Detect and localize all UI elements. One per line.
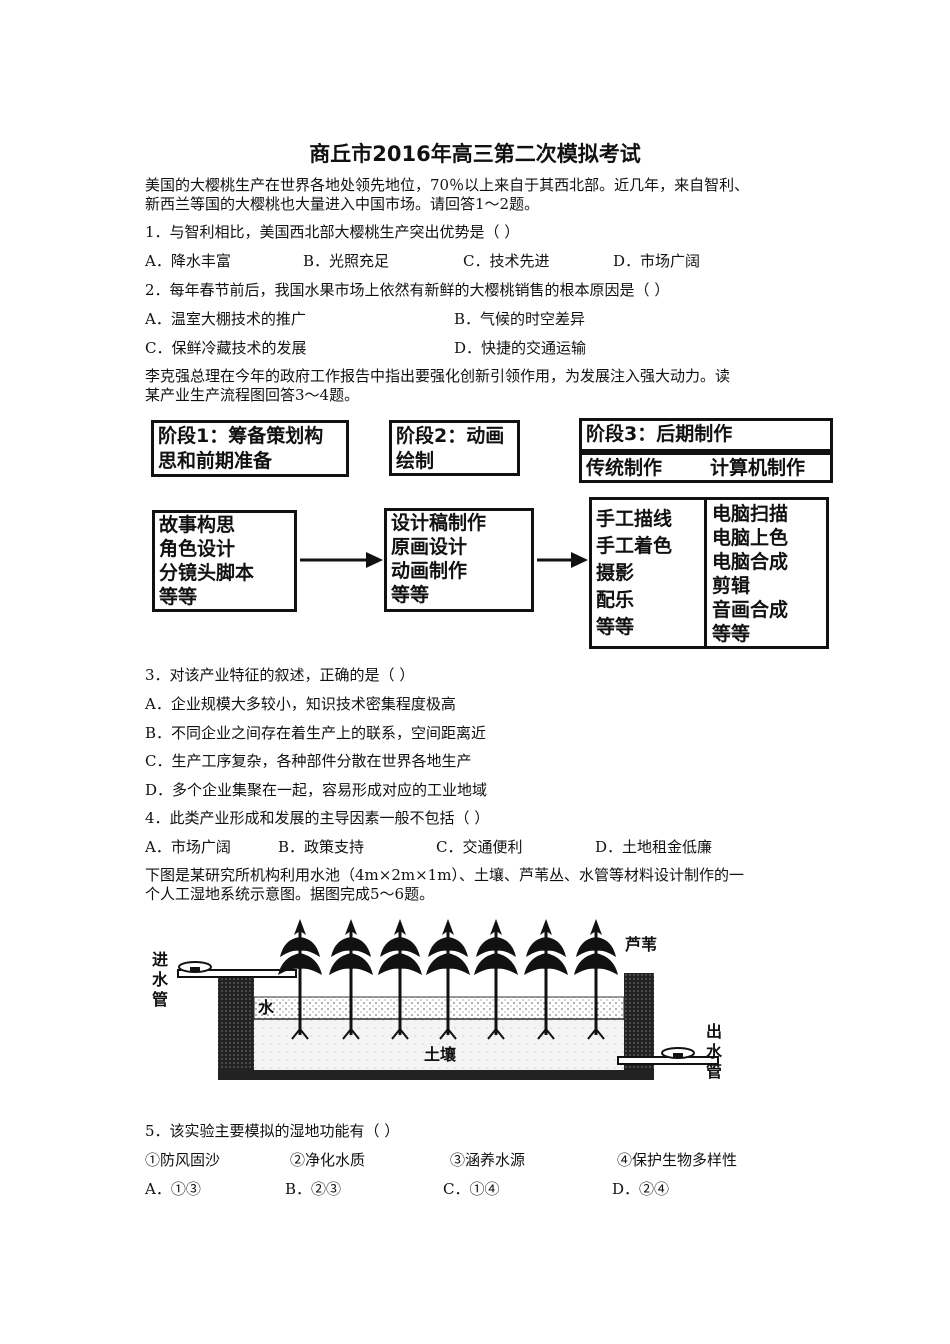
flow-stage-3-label: 阶段3：后期制作: [586, 423, 733, 445]
flow-box-1-item: 故事构思: [159, 514, 236, 536]
q3-option-b: B．不同企业之间存在着生产上的联系，空间距离近: [145, 724, 487, 742]
flow-box-1-item: 分镜头脚本: [159, 562, 255, 584]
flow-box-2: 设计稿制作 原画设计 动画制作 等等: [384, 508, 534, 612]
reed-plant: [278, 919, 322, 1040]
flow-traditional-label: 传统制作: [586, 457, 663, 479]
flow-box-2-item: 等等: [391, 584, 430, 606]
flow-box-3-left-item: 手工描线: [596, 508, 673, 530]
flow-box-1: 故事构思 角色设计 分镜头脚本 等等: [152, 510, 297, 612]
q5-option-a: A．①③: [145, 1180, 201, 1198]
flow-box-1-item: 等等: [159, 586, 198, 608]
flow-box-3-right-item: 电脑扫描: [712, 503, 789, 525]
reed-plant: [329, 919, 373, 1040]
reed-plant: [426, 919, 470, 1040]
flow-box-3-left-item: 摄影: [596, 562, 635, 584]
q5-item-4: ④保护生物多样性: [617, 1151, 738, 1169]
wetland-tank: [218, 973, 654, 1080]
q5-stem: 5．该实验主要模拟的湿地功能有（ ）: [145, 1122, 400, 1140]
flow-stage-2: 阶段2：动画 绘制: [389, 420, 520, 476]
q2-option-d: D．快捷的交通运输: [454, 339, 587, 357]
flow-arrow-1: [300, 552, 383, 568]
flow-arrows: [300, 552, 588, 568]
soil-label: 土壤: [424, 1045, 457, 1064]
flow-box-3-left-item: 手工着色: [596, 535, 673, 557]
q4-option-c: C．交通便利: [436, 838, 523, 856]
flow-box-3-computer: 电脑扫描 电脑上色 电脑合成 剪辑 音画合成 等等: [712, 502, 788, 646]
q3-option-c: C．生产工序复杂，各种部件分散在世界各地生产: [145, 752, 472, 770]
inlet-pipe: [177, 961, 297, 978]
q5-option-c: C．①④: [443, 1180, 500, 1198]
intro-2-line-2: 某产业生产流程图回答3～4题。: [145, 386, 360, 404]
flow-arrow-2: [537, 552, 588, 568]
q2-option-a: A．温室大棚技术的推广: [145, 310, 306, 328]
page-title: 商丘市2016年高三第二次模拟考试: [309, 142, 641, 166]
outlet-pipe: [617, 1047, 719, 1065]
intro-3-line-1: 下图是某研究所机构利用水池（4m×2m×1m）、土壤、芦苇丛、水管等材料设计制作…: [145, 866, 744, 884]
flow-box-3-right-item: 等等: [712, 623, 751, 645]
outlet-label: 出水管: [706, 1022, 723, 1081]
q5-item-3: ③涵养水源: [450, 1151, 526, 1169]
flow-box-3-left-item: 配乐: [596, 589, 635, 611]
q5-option-d: D．②④: [612, 1180, 670, 1198]
q2-option-c: C．保鲜冷藏技术的发展: [145, 339, 307, 357]
flow-box-1-item: 角色设计: [159, 538, 236, 560]
flow-box-2-item: 原画设计: [391, 536, 468, 558]
flow-stage-1-line-1: 阶段1：筹备策划构: [158, 425, 324, 447]
reed-plants: [278, 919, 618, 1040]
reed-label: 芦苇: [625, 935, 658, 954]
q2-stem: 2．每年春节前后，我国水果市场上依然有新鲜的大樱桃销售的根本原因是（ ）: [145, 281, 670, 299]
q3-stem: 3．对该产业特征的叙述，正确的是（ ）: [145, 666, 415, 684]
q3-option-a: A．企业规模大多较小，知识技术密集程度极高: [145, 695, 456, 713]
flow-box-2-item: 设计稿制作: [391, 512, 487, 534]
flow-box-3-divider: [704, 500, 707, 646]
reed-plant: [474, 919, 518, 1040]
flow-box-3-right-item: 电脑上色: [712, 527, 789, 549]
flow-stage-1: 阶段1：筹备策划构 思和前期准备: [151, 420, 349, 477]
q1-stem: 1．与智利相比，美国西北部大樱桃生产突出优势是（ ）: [145, 223, 520, 241]
flow-computer-label: 计算机制作: [710, 457, 806, 479]
q5-item-2: ②净化水质: [290, 1151, 366, 1169]
q4-option-a: A．市场广阔: [145, 838, 231, 856]
q1-option-d: D．市场广阔: [613, 252, 701, 270]
flow-box-3: 手工描线 手工着色 摄影 配乐 等等 电脑扫描 电脑上色 电脑合成 剪辑 音画合…: [589, 497, 829, 649]
q4-stem: 4．此类产业形成和发展的主导因素一般不包括（ ）: [145, 809, 490, 827]
flow-box-3-right-item: 音画合成: [712, 599, 789, 621]
intro-3-line-2: 个人工湿地系统示意图。据图完成5～6题。: [145, 885, 435, 903]
reed-plant: [378, 919, 422, 1040]
inlet-label: 进水管: [152, 950, 169, 1009]
intro-2-line-1: 李克强总理在今年的政府工作报告中指出要强化创新引领作用，为发展注入强大动力。读: [145, 367, 731, 385]
q5-item-1: ①防风固沙: [145, 1151, 221, 1169]
q5-option-b: B．②③: [285, 1180, 342, 1198]
q4-option-b: B．政策支持: [278, 838, 365, 856]
water-label: 水: [258, 998, 275, 1017]
q2-option-b: B．气候的时空差异: [454, 310, 586, 328]
flow-box-3-traditional: 手工描线 手工着色 摄影 配乐 等等: [596, 506, 672, 641]
flow-box-2-item: 动画制作: [391, 560, 468, 582]
flow-box-3-right-item: 电脑合成: [712, 551, 789, 573]
flow-stage-1-line-2: 思和前期准备: [158, 450, 273, 472]
q1-option-a: A．降水丰富: [145, 252, 231, 270]
flow-box-3-left-item: 等等: [596, 616, 635, 638]
q3-option-d: D．多个企业集聚在一起，容易形成对应的工业地域: [145, 781, 488, 799]
flow-stage-2-line-2: 绘制: [396, 450, 435, 472]
flow-stage-3-sub: 传统制作 计算机制作: [579, 452, 833, 483]
flow-box-3-right-item: 剪辑: [712, 575, 751, 597]
flow-stage-3: 阶段3：后期制作: [579, 418, 833, 452]
q1-option-b: B．光照充足: [303, 252, 390, 270]
q4-option-d: D．土地租金低廉: [595, 838, 713, 856]
q1-option-c: C．技术先进: [463, 252, 550, 270]
flow-stage-2-line-1: 阶段2：动画: [396, 425, 505, 447]
reed-plant: [574, 919, 618, 1040]
reed-plant: [524, 919, 568, 1040]
intro-1-line-1: 美国的大樱桃生产在世界各地处领先地位，70％以上来自于其西北部。近几年，来自智利…: [145, 176, 750, 194]
intro-1-line-2: 新西兰等国的大樱桃也大量进入中国市场。请回答1～2题。: [145, 195, 540, 213]
wetland-diagram: [177, 919, 719, 1080]
